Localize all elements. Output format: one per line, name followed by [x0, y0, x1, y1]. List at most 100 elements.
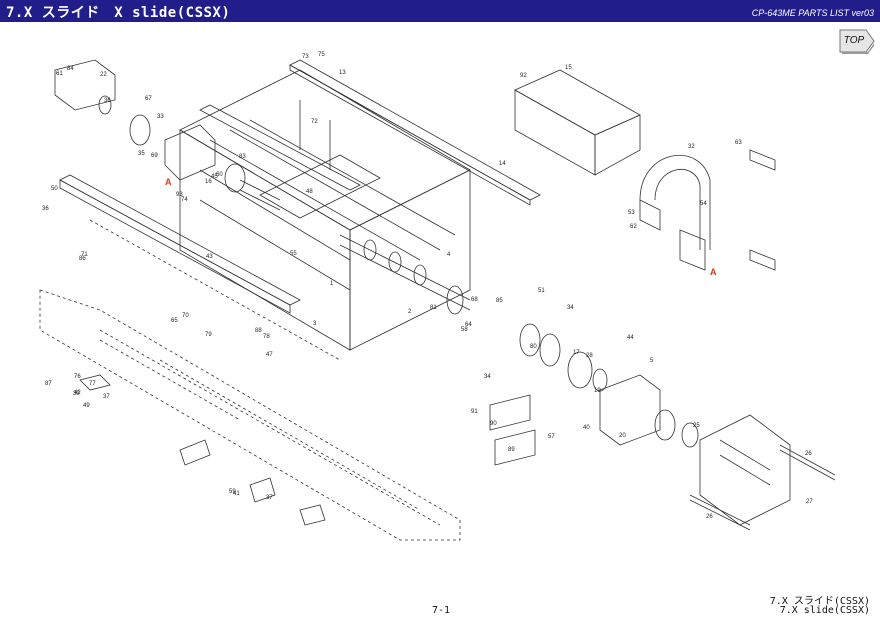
- cable-bracket: [639, 149, 776, 271]
- callout: 90: [490, 421, 497, 427]
- callout: 60: [216, 172, 223, 178]
- callout: 69: [151, 153, 158, 159]
- callout: 89: [508, 447, 515, 453]
- callout: 28: [586, 353, 593, 359]
- ball-screw: [239, 179, 471, 311]
- callout: 57: [548, 434, 555, 440]
- reference-marker-a: A: [165, 177, 172, 187]
- document-id: CP-643ME PARTS LIST ver03: [751, 8, 874, 18]
- callout: 77: [89, 381, 96, 387]
- callout: 71: [81, 252, 88, 258]
- callout: 45: [211, 174, 218, 180]
- callout: 41: [233, 491, 240, 497]
- callout: 84: [67, 66, 74, 72]
- callout: 39: [73, 391, 80, 397]
- callout: 62: [630, 224, 637, 230]
- header-bar: 7.X スライド X slide(CSSX) CP-643ME PARTS LI…: [0, 0, 880, 22]
- callout: 36: [104, 98, 111, 104]
- callout: 22: [100, 72, 107, 78]
- callout: 91: [471, 409, 478, 415]
- callout: 42: [74, 390, 81, 396]
- callout: 47: [266, 352, 273, 358]
- callout: 93: [176, 192, 183, 198]
- figure-caption-jp: 7.X スライド(CSSX): [769, 596, 870, 607]
- callout: 64: [465, 322, 472, 328]
- callout: 4: [447, 252, 451, 258]
- callout: 40: [583, 425, 590, 431]
- callout: 26: [706, 514, 713, 520]
- callout: 61: [56, 71, 63, 77]
- callout: 49: [83, 403, 90, 409]
- callout: 74: [181, 197, 188, 203]
- left-motor-assembly: [54, 59, 246, 193]
- callout: 83: [239, 154, 246, 160]
- coupling-parts: [446, 285, 791, 526]
- callout: 27: [806, 499, 813, 505]
- callout: 25: [693, 423, 700, 429]
- callout: 88: [255, 328, 262, 334]
- top-cover: [514, 69, 641, 176]
- callout: 65: [171, 318, 178, 324]
- reference-marker-a: A: [710, 267, 717, 277]
- callout: 13: [339, 70, 346, 76]
- callout: 55: [290, 251, 297, 257]
- callout: 81: [430, 305, 437, 311]
- callout: 86: [79, 256, 86, 262]
- linear-rails: [59, 59, 541, 314]
- top-button-label: TOP: [843, 35, 865, 46]
- x-slide-frame: [179, 69, 471, 351]
- callout: 79: [205, 332, 212, 338]
- callout: 32: [688, 144, 695, 150]
- tag-arrow-icon: [839, 29, 875, 54]
- callout: 14: [499, 161, 506, 167]
- callout: 37: [266, 495, 273, 501]
- callout: 16: [205, 179, 212, 185]
- callout: 50: [51, 186, 58, 192]
- callout: 51: [538, 288, 545, 294]
- callout: 20: [619, 433, 626, 439]
- callout: 53: [628, 210, 635, 216]
- callout: 37: [103, 394, 110, 400]
- callout: 73: [302, 54, 309, 60]
- callout: 17: [573, 350, 580, 356]
- callout: 26: [805, 451, 812, 457]
- part-callouts: 1 2 3 4 5 13 14 15 16 17 19 20 22 25 26 …: [42, 52, 813, 520]
- callout: 33: [157, 114, 164, 120]
- callout: 80: [530, 344, 537, 350]
- base-outline: [39, 219, 461, 541]
- callout: 3: [313, 321, 317, 327]
- callout: 76: [74, 374, 81, 380]
- callout: 19: [594, 388, 601, 394]
- figure-caption-en: 7.X slide(CSSX): [779, 605, 870, 616]
- callout: 72: [311, 119, 318, 125]
- callout: 92: [520, 73, 527, 79]
- callout: 34: [484, 374, 491, 380]
- callout: 44: [627, 335, 634, 341]
- page-number: 7-1: [432, 605, 451, 616]
- small-brackets: [79, 374, 536, 526]
- callout: 35: [138, 151, 145, 157]
- callout: 1: [330, 281, 334, 287]
- top-button[interactable]: TOP: [838, 26, 876, 56]
- page-title: 7.X スライド X slide(CSSX): [6, 5, 231, 21]
- callout: 70: [182, 313, 189, 319]
- callout: 67: [145, 96, 152, 102]
- exploded-parts-diagram: 1 2 3 4 5 13 14 15 16 17 19 20 22 25 26 …: [39, 52, 836, 541]
- callout: 43: [206, 254, 213, 260]
- callout: 78: [263, 334, 270, 340]
- callout: 36: [42, 206, 49, 212]
- callout: 48: [306, 189, 313, 195]
- callout: 63: [735, 140, 742, 146]
- callout: 34: [567, 305, 574, 311]
- callout: 85: [496, 298, 503, 304]
- callout: 75: [318, 52, 325, 58]
- callout: 5: [650, 358, 654, 364]
- callout: 54: [700, 201, 707, 207]
- callout: 87: [45, 381, 52, 387]
- callout: 59: [229, 489, 236, 495]
- callout: 68: [471, 297, 478, 303]
- callout: 2: [408, 309, 412, 315]
- callout: 58: [461, 327, 468, 333]
- guide-shafts: [689, 444, 836, 531]
- callout: 15: [565, 65, 572, 71]
